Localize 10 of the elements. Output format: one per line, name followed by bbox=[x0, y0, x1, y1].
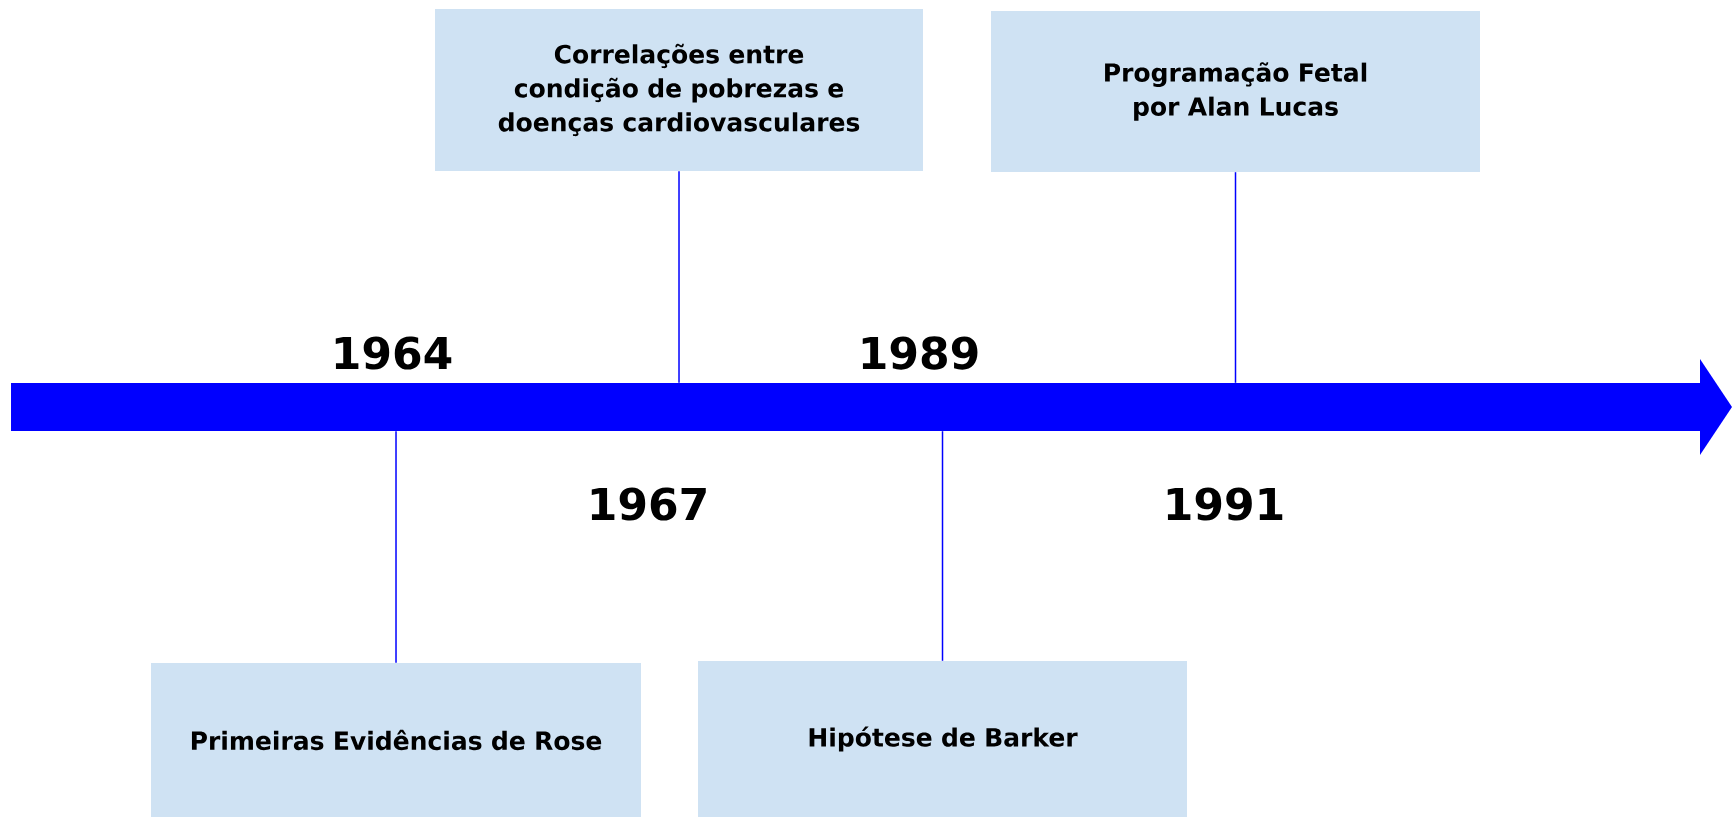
connector-line bbox=[395, 430, 397, 664]
connector-line bbox=[678, 170, 680, 384]
event-box: Correlações entre condição de pobrezas e doenças cardiovasculares bbox=[435, 9, 923, 171]
year-label: 1964 bbox=[335, 336, 452, 370]
connector-line bbox=[941, 430, 944, 662]
event-box: Programação Fetal por Alan Lucas bbox=[991, 11, 1480, 172]
event-box: Primeiras Evidências de Rose bbox=[151, 663, 641, 817]
year-label: 1989 bbox=[862, 336, 978, 370]
event-box: Hipótese de Barker bbox=[698, 661, 1187, 817]
connector-line bbox=[1234, 171, 1237, 384]
